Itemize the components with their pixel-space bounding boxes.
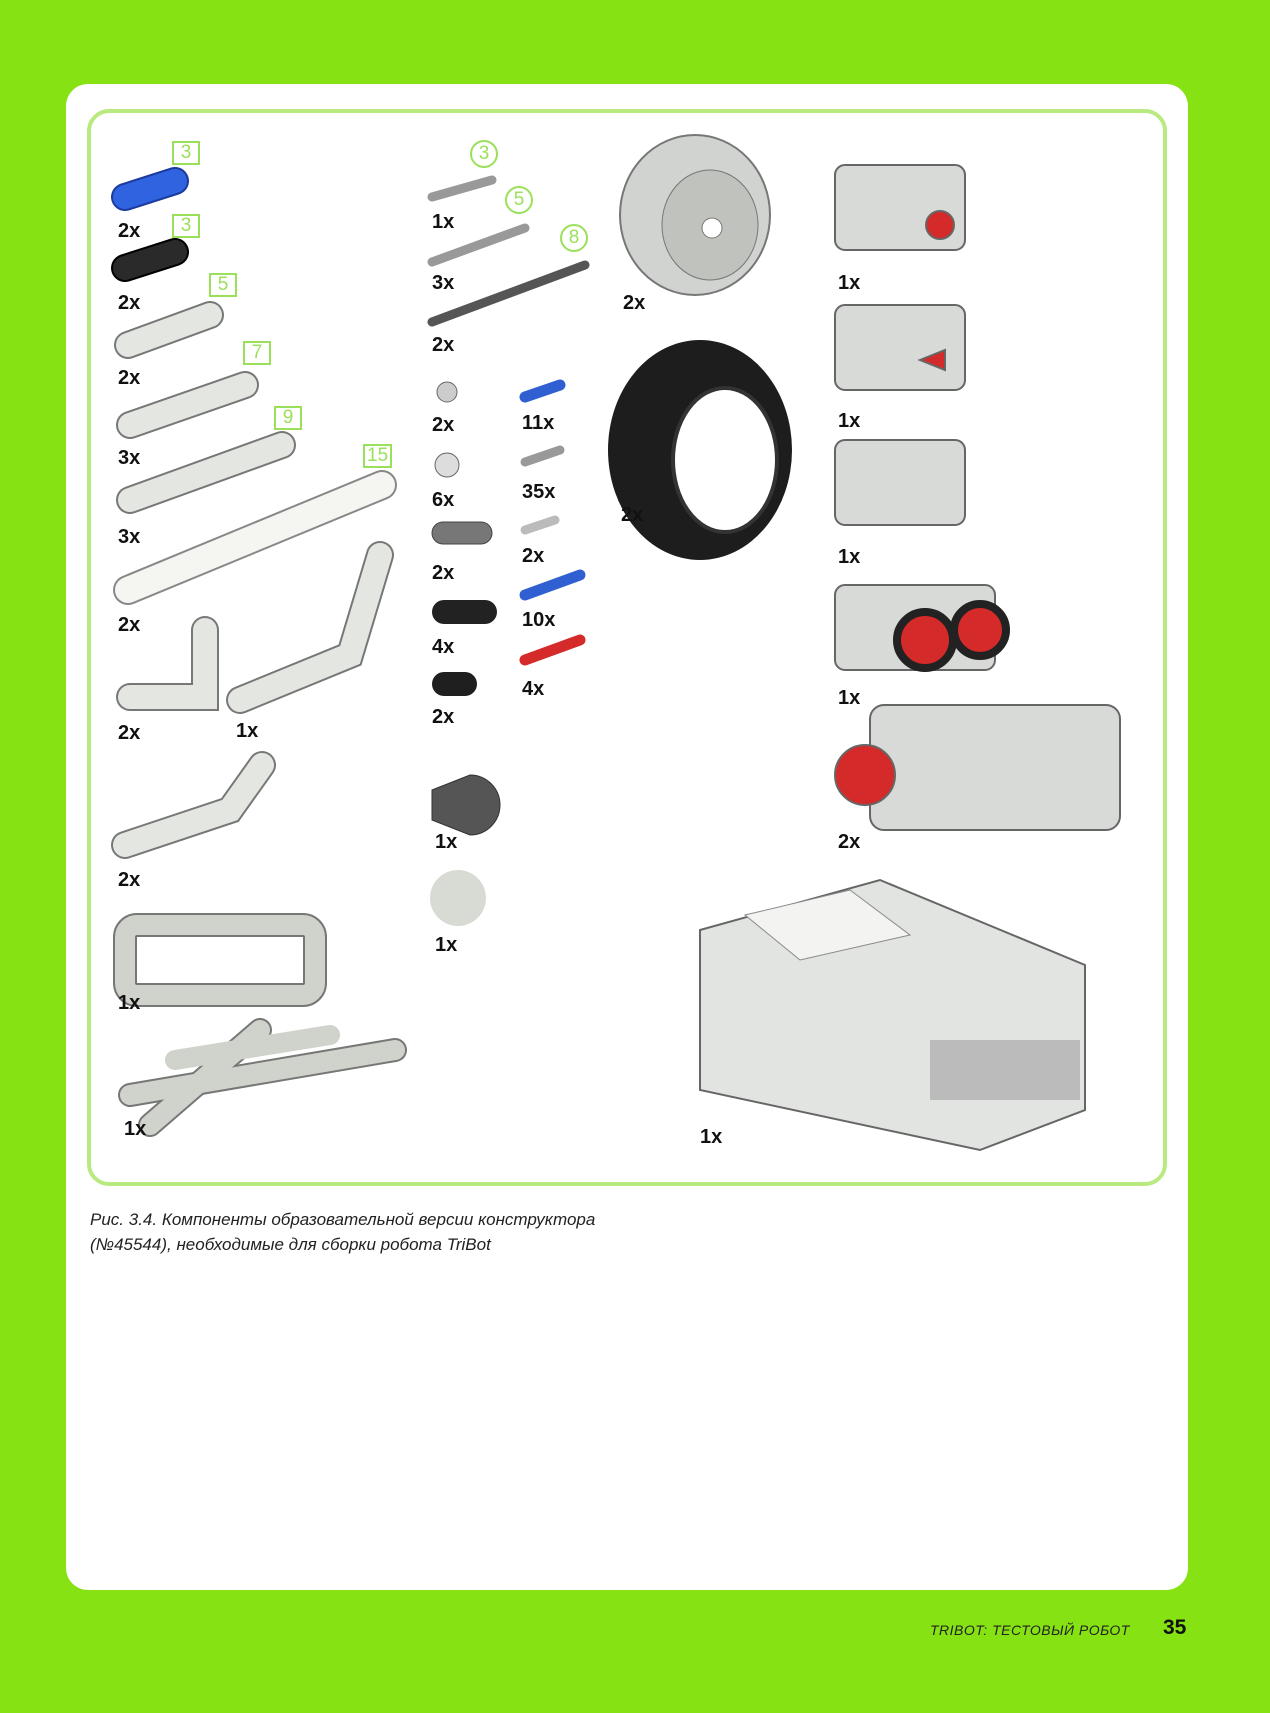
axles: [427, 175, 590, 327]
figure-caption: Рис. 3.4. Компоненты образовательной вер…: [90, 1207, 595, 1257]
beam-3-black: [111, 238, 189, 282]
part-count: 2x: [432, 706, 455, 728]
page-number: 35: [1163, 1616, 1187, 1639]
part-count: 2x: [838, 831, 861, 853]
length-badge: 5: [209, 273, 237, 297]
part-count: 2x: [522, 545, 545, 567]
beam-3-blue: [111, 167, 189, 211]
part-count: 11x: [522, 412, 555, 434]
sensors: [834, 164, 1121, 831]
part-count: 1x: [838, 687, 861, 709]
part-count: 35x: [522, 481, 556, 503]
running-footer: TRIBOT: ТЕСТОВЫЙ РОБОТ: [930, 1622, 1130, 1638]
beam-15: [113, 470, 397, 605]
part-count: 4x: [522, 678, 545, 700]
axle-length-badge: 3: [470, 140, 498, 168]
part-count: 2x: [118, 292, 141, 314]
part-count: 2x: [432, 562, 455, 584]
tire: [608, 340, 792, 560]
ev3-brick: [699, 878, 1086, 1152]
wheel-hub: [619, 134, 771, 296]
length-badge: 9: [274, 406, 302, 430]
part-count: 3x: [118, 447, 141, 469]
length-badge: 3: [172, 214, 200, 238]
part-count: 3x: [432, 272, 455, 294]
part-count: 10x: [522, 609, 556, 631]
caption-line: Рис. 3.4. Компоненты образовательной вер…: [90, 1210, 596, 1229]
part-count: 1x: [435, 831, 458, 853]
part-count: 4x: [432, 636, 455, 658]
part-count: 2x: [621, 504, 644, 526]
part-count: 2x: [118, 367, 141, 389]
axle-length-badge: 8: [560, 224, 588, 252]
part-count: 1x: [838, 272, 861, 294]
part-count: 1x: [432, 211, 455, 233]
part-count: 2x: [118, 722, 141, 744]
length-badge: 7: [243, 341, 271, 365]
page-card: [66, 84, 1188, 1590]
part-count: 2x: [118, 869, 141, 891]
length-badge: 15: [363, 444, 393, 468]
frame-5x7: [113, 913, 327, 1007]
caption-line: (№45544), необходимые для сборки робота …: [90, 1235, 491, 1254]
part-count: 2x: [623, 292, 646, 314]
part-count: 2x: [432, 414, 455, 436]
part-count: 1x: [838, 546, 861, 568]
part-count: 1x: [124, 1118, 147, 1140]
axle-length-badge: 5: [505, 186, 533, 214]
part-count: 2x: [118, 220, 141, 242]
length-badge: 3: [172, 141, 200, 165]
part-count: 2x: [118, 614, 141, 636]
grey-beams: [113, 303, 392, 857]
part-count: 6x: [432, 489, 455, 511]
part-count: 2x: [432, 334, 455, 356]
part-count: 1x: [236, 720, 259, 742]
part-count: 1x: [700, 1126, 723, 1148]
part-count: 1x: [838, 410, 861, 432]
part-count: 1x: [435, 934, 458, 956]
figure-frame: [87, 109, 1167, 1186]
frame-open: [118, 1018, 407, 1137]
part-count: 1x: [118, 992, 141, 1014]
small-parts: [430, 379, 586, 926]
part-count: 3x: [118, 526, 141, 548]
